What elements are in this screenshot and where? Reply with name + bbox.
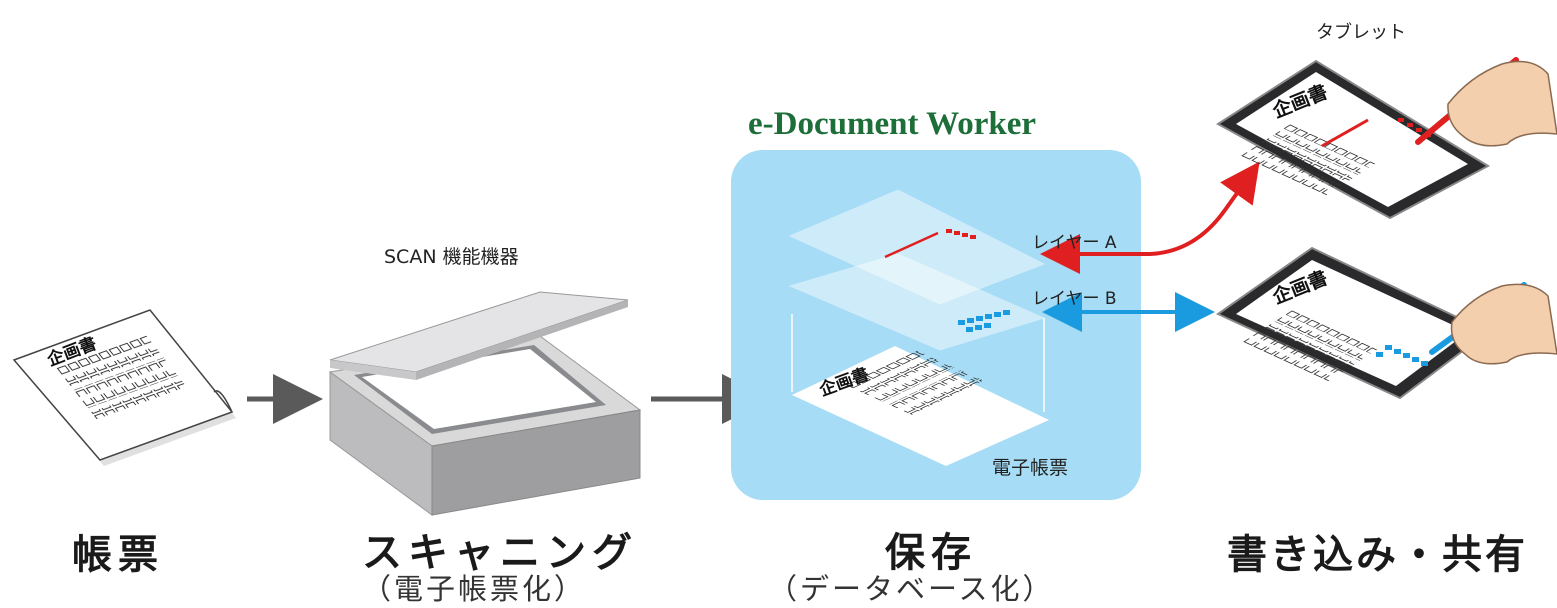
layer-a-marks [946,229,976,239]
layer-a-stroke [884,231,939,259]
layer-b-label: レイヤー B [1032,289,1117,309]
base-document-label: 電子帳票 [992,457,1069,479]
stage-scan-subtitle: （電子帳票化） [362,572,587,606]
stage-store-subtitle: （データベース化） [768,572,1055,606]
stage-paper-title: 帳票 [72,532,164,578]
hand-pen-bottom-icon [1429,282,1557,365]
scanner-icon [328,291,642,516]
base-document-icon [792,346,1049,466]
arrow-layer-a-sync [1040,161,1260,274]
layer-a-label: レイヤー A [1032,233,1117,253]
tablet-top-icon [1216,59,1491,220]
stage-scan-title: スキャニング [362,530,638,576]
tablet-label: タブレット [1316,22,1406,43]
product-name: e-Document Worker [748,106,1037,142]
tablet-bottom-icon [1216,246,1490,400]
stage-store-title: 保存 [885,530,977,576]
stage-share-title: 書き込み・共有 [1227,532,1528,578]
paper-form-icon [12,309,236,466]
scan-device-label: SCAN 機能機器 [384,246,519,268]
layer-b-marks [958,310,1010,332]
hand-pen-top-icon [1415,57,1557,147]
